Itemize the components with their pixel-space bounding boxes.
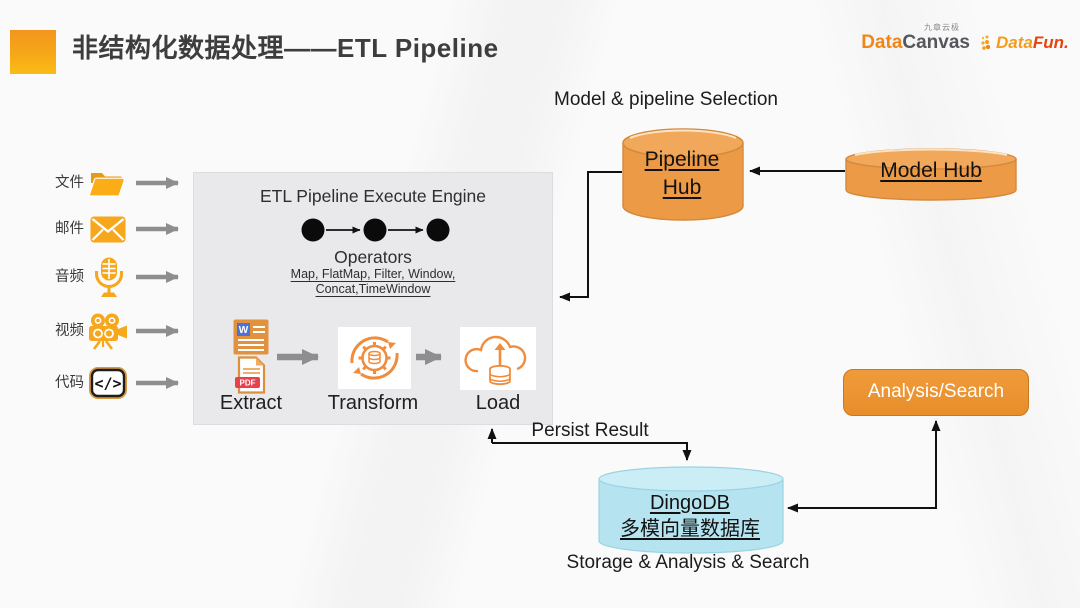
persist-result-label: Persist Result	[531, 420, 649, 441]
microphone-icon	[95, 257, 123, 297]
datafun-wordmark: DataFun.	[996, 33, 1069, 52]
model-hub-label: Model Hub	[880, 159, 982, 182]
source-label-video: 视频	[55, 323, 84, 339]
pdf-doc-icon: PDF	[235, 356, 266, 394]
dingodb-label: DingoDB 多模向量数据库	[620, 492, 760, 540]
source-label-mail: 邮件	[55, 221, 84, 237]
datacanvas-logo: 九章云极 DataCanvas	[858, 23, 970, 53]
storage-analysis-search-label: Storage & Analysis & Search	[566, 552, 810, 573]
code-icon: </>	[89, 367, 127, 399]
folder-icon	[88, 173, 125, 197]
load-icon-box	[460, 327, 536, 390]
model-hub-cylinder	[845, 148, 1017, 201]
dingodb-cylinder	[598, 466, 784, 554]
load-cloud-icon	[464, 335, 527, 386]
transform-icon-box	[338, 327, 411, 389]
transform-gear-icon	[350, 336, 399, 380]
operators-title: Operators	[334, 247, 412, 267]
pipeline-hub-cylinder	[622, 128, 744, 221]
engine-title: ETL Pipeline Execute Engine	[259, 186, 487, 206]
datafun-logo: DataFun.	[980, 33, 1069, 53]
page-title: 非结构化数据处理——ETL Pipeline	[72, 33, 499, 63]
video-camera-icon	[89, 313, 127, 350]
title-accent-square	[10, 30, 56, 74]
stage-label-transform: Transform	[327, 392, 419, 414]
datafun-dots-icon	[981, 35, 991, 50]
word-doc-icon: W	[233, 319, 269, 355]
arrow-persist-to-dingodb	[492, 442, 692, 461]
model-pipeline-selection-label: Model & pipeline Selection	[554, 89, 778, 110]
svg-text:W: W	[239, 325, 249, 336]
source-label-audio: 音频	[55, 269, 84, 285]
operators-list-line2: Concat,TimeWindow	[315, 282, 431, 296]
datacanvas-wordmark: DataCanvas	[861, 32, 970, 53]
arrow-pipelinehub-to-engine	[559, 171, 622, 302]
svg-text:PDF: PDF	[240, 379, 256, 388]
stage-label-extract: Extract	[219, 392, 283, 414]
source-label-file: 文件	[55, 175, 84, 191]
analysis-search-node: Analysis/Search	[843, 369, 1029, 416]
mail-icon	[90, 216, 126, 243]
pipeline-hub-label: Pipeline Hub	[644, 148, 720, 199]
datacanvas-subtitle: 九章云极	[924, 23, 960, 32]
operators-list-line1: Map, FlatMap, Filter, Window,	[290, 267, 456, 281]
svg-text:</>: </>	[94, 375, 121, 393]
stage-label-load: Load	[475, 392, 521, 414]
source-label-code: 代码	[55, 375, 84, 391]
